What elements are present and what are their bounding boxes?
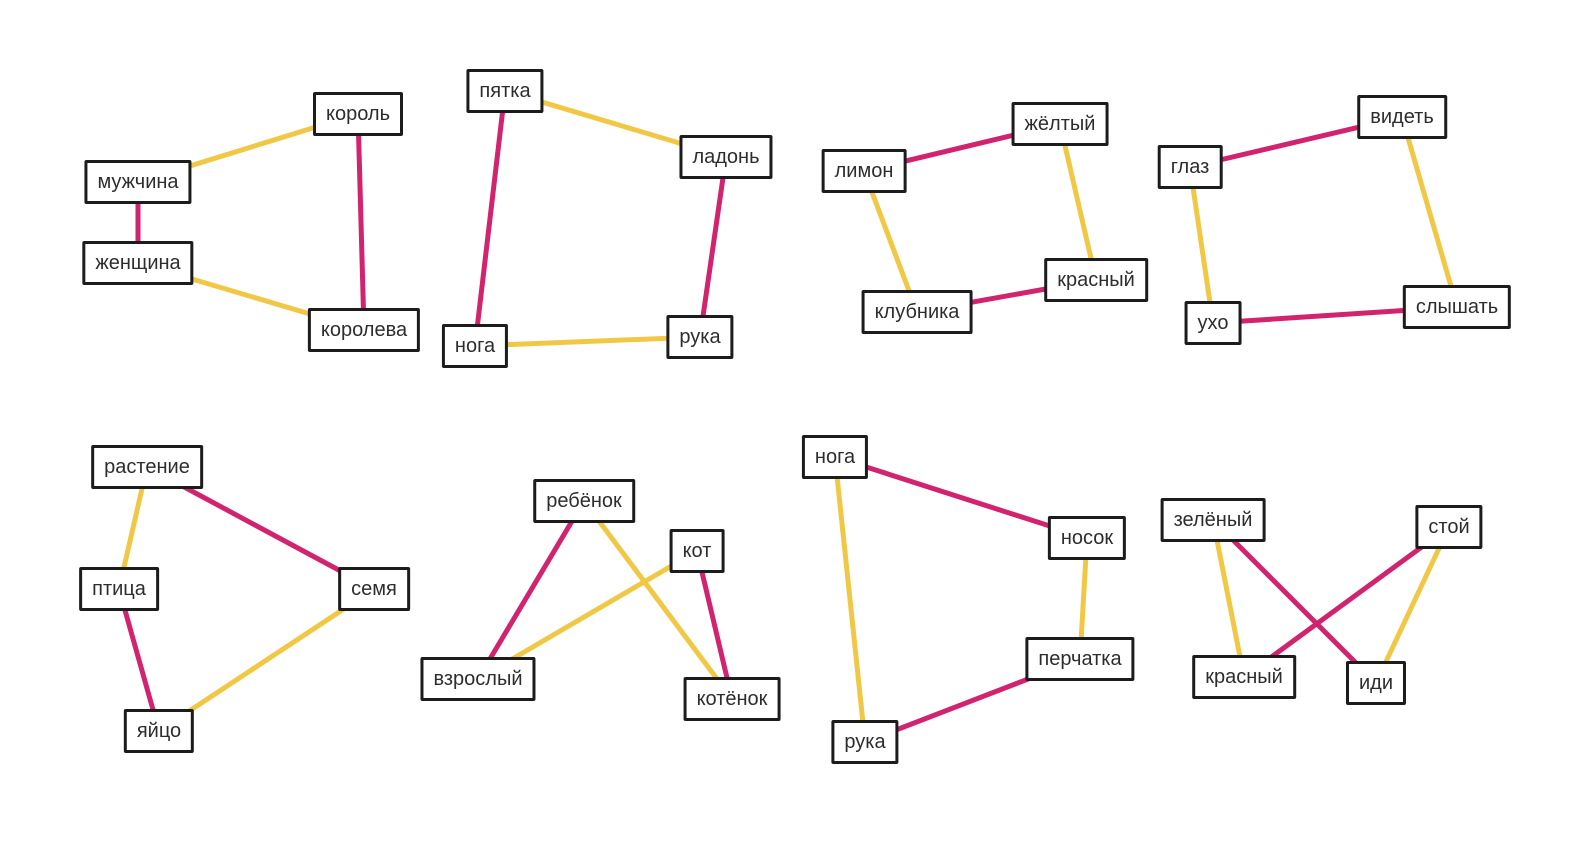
edge-yajtso-semya-yellow — [157, 586, 376, 734]
word-node-limon: лимон — [821, 149, 907, 193]
word-node-koroleva: королева — [307, 308, 421, 352]
edge-stoj-krasnyj2-pink — [1242, 524, 1451, 680]
edge-rebyonok-vzroslyj-pink — [475, 499, 587, 681]
word-node-slyshat: слышать — [1402, 285, 1512, 329]
edge-rebyonok-kotyonok-yellow — [581, 499, 735, 701]
word-node-glaz: глаз — [1157, 145, 1223, 189]
word-node-rebyonok: ребёнок — [533, 479, 635, 523]
word-node-kotyonok: котёнок — [683, 677, 781, 721]
word-node-noga2: нога — [801, 435, 869, 479]
word-node-krasnyj2: красный — [1192, 655, 1296, 699]
edge-videt-slyshat-yellow — [1399, 116, 1460, 308]
word-node-ptitsa: птица — [79, 567, 159, 611]
edge-zhyoltyj-krasnyj-yellow — [1057, 123, 1099, 281]
edge-ptitsa-yajtso-pink — [116, 588, 162, 732]
edge-stoj-idi-yellow — [1373, 525, 1452, 685]
word-node-zhyoltyj: жёлтый — [1011, 102, 1109, 146]
edge-limon-klubnika-yellow — [861, 170, 920, 313]
word-node-noga: нога — [441, 324, 509, 368]
word-node-ruka2: рука — [831, 720, 899, 764]
edge-pyatka-noga-pink — [472, 90, 508, 347]
word-node-nosok: носок — [1047, 516, 1127, 560]
word-node-klubnika: клубника — [861, 290, 973, 334]
word-node-ladon: ладонь — [679, 135, 773, 179]
word-node-stoj: стой — [1415, 505, 1483, 549]
edge-kot-kotyonok-pink — [694, 550, 735, 700]
edge-ladon-ruka-pink — [697, 156, 729, 338]
word-node-yajtso: яйцо — [123, 709, 195, 753]
word-node-videt: видеть — [1357, 95, 1447, 139]
edge-noga2-nosok-pink — [834, 454, 1088, 541]
word-node-ukho: ухо — [1184, 301, 1242, 345]
edge-korol-koroleva-pink — [355, 113, 367, 331]
word-node-zhenshchina: женщина — [82, 241, 194, 285]
word-node-kot: кот — [669, 529, 725, 573]
edge-noga-ruka-yellow — [474, 334, 701, 349]
edge-noga2-ruka2-yellow — [832, 456, 868, 743]
word-node-korol: король — [313, 92, 403, 136]
word-node-pyatka: пятка — [466, 69, 544, 113]
word-node-vzroslyj: взрослый — [420, 657, 536, 701]
edge-zelyonyj-krasnyj2-yellow — [1210, 519, 1247, 678]
edge-zelyonyj-idi-pink — [1211, 518, 1378, 685]
word-node-perchatka: перчатка — [1025, 637, 1135, 681]
word-node-ruka: рука — [666, 315, 734, 359]
edge-glaz-ukho-yellow — [1187, 166, 1216, 324]
word-node-zelyonyj: зелёный — [1160, 498, 1266, 542]
word-node-muzhchina: мужчина — [84, 160, 192, 204]
word-node-semya: семя — [338, 567, 410, 611]
word-node-krasnyj: красный — [1044, 258, 1148, 302]
word-node-rastenie: растение — [91, 445, 203, 489]
word-node-idi: иди — [1345, 661, 1407, 705]
